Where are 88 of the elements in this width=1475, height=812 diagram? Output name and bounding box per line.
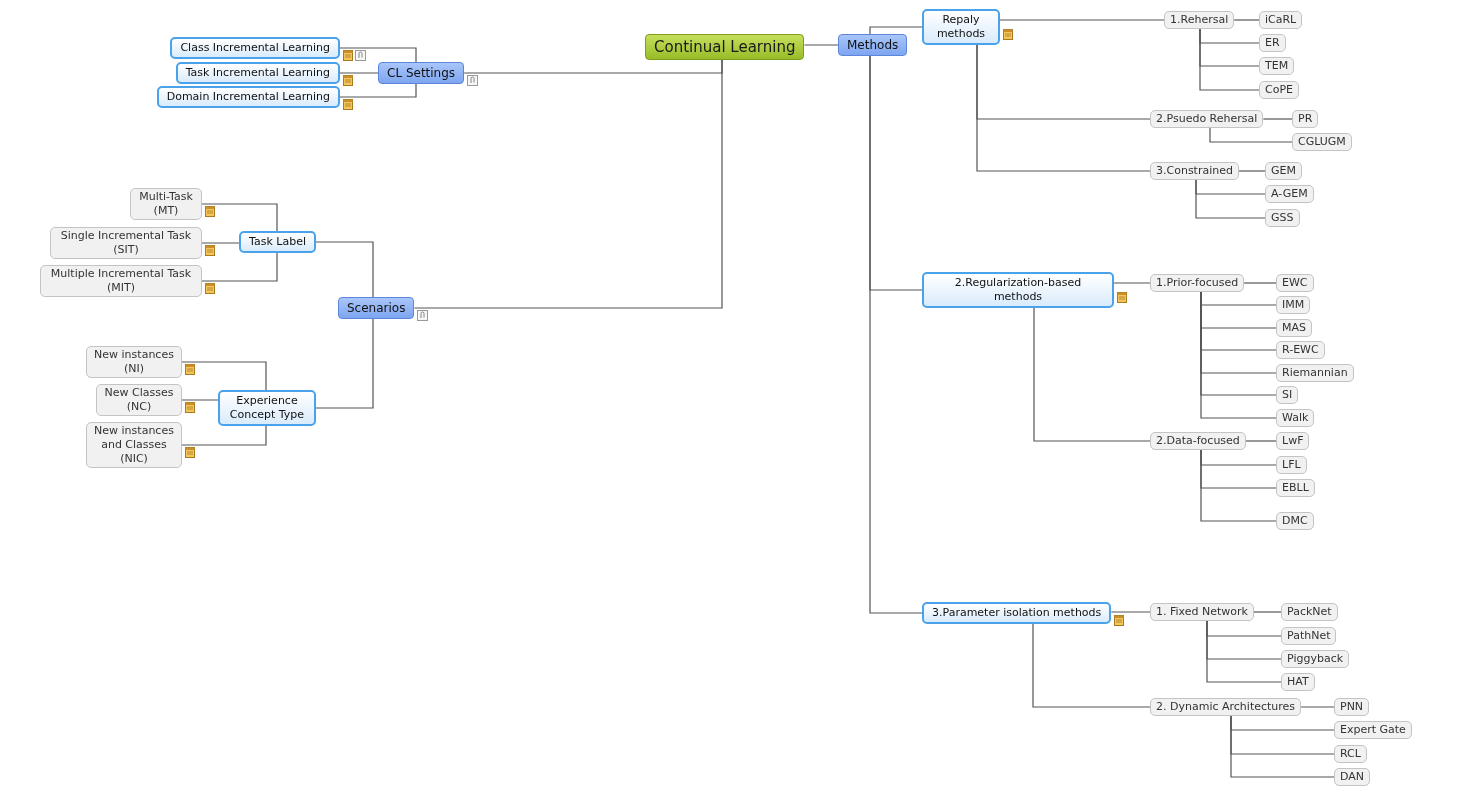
- subtopic: Repaly methods: [922, 9, 1000, 45]
- subtopic: Task Incremental Learning: [175, 62, 340, 84]
- connector-line: [201, 203, 278, 232]
- leaf-topic: RCL: [1334, 745, 1367, 763]
- leaf-topic: Single Incremental Task (SIT): [50, 227, 202, 259]
- connector-line: [1243, 282, 1277, 284]
- leaf-topic: 3.Constrained: [1150, 162, 1239, 180]
- leaf-topic: LwF: [1276, 432, 1310, 450]
- connector-line: [1209, 127, 1293, 143]
- connector-line: [201, 242, 240, 244]
- connector-line: [315, 241, 374, 298]
- subtopic: Class Incremental Learning: [170, 37, 340, 59]
- leaf-topic: TEM: [1259, 57, 1295, 75]
- leaf-topic: New Classes (NC): [96, 384, 182, 416]
- leaf-topic: 2.Data-focused: [1150, 432, 1246, 450]
- leaf-topic: 1.Rehersal: [1164, 11, 1235, 29]
- leaf-topic: PNN: [1334, 698, 1370, 716]
- leaf-topic: 1. Fixed Network: [1150, 603, 1254, 621]
- leaf-topic: New instances and Classes (NIC): [86, 422, 182, 468]
- leaf-topic: 1.Prior-focused: [1150, 274, 1245, 292]
- leaf-topic: MAS: [1276, 319, 1312, 337]
- connector-line: [201, 252, 278, 282]
- subtopic: Domain Incremental Learning: [156, 86, 340, 108]
- connector-line: [1033, 307, 1151, 442]
- leaf-topic: iCaRL: [1259, 11, 1303, 29]
- leaf-topic: ER: [1259, 34, 1286, 52]
- leaf-topic: PathNet: [1281, 627, 1337, 645]
- leaf-topic: DMC: [1276, 512, 1314, 530]
- leaf-topic: SI: [1276, 386, 1299, 404]
- leaf-topic: CGLUGM: [1292, 133, 1352, 151]
- leaf-topic: 2. Dynamic Architectures: [1150, 698, 1302, 716]
- leaf-topic: GEM: [1265, 162, 1302, 180]
- subtopic: 2.Regularization-based methods: [922, 272, 1114, 308]
- leaf-topic: Multi-Task (MT): [130, 188, 202, 220]
- leaf-topic: Walk: [1276, 409, 1315, 427]
- leaf-topic: New instances (NI): [86, 346, 182, 378]
- connector-line: [1238, 170, 1266, 172]
- leaf-topic: A-GEM: [1265, 185, 1314, 203]
- leaf-topic: PR: [1292, 110, 1319, 128]
- connector-line: [869, 26, 923, 35]
- leaf-topic: CoPE: [1259, 81, 1299, 99]
- leaf-topic: Riemannian: [1276, 364, 1354, 382]
- connector-line: [1233, 19, 1260, 21]
- connector-line: [1206, 620, 1282, 683]
- connector-line: [1300, 706, 1335, 708]
- connector-line: [1245, 440, 1277, 442]
- leaf-topic: EBLL: [1276, 479, 1315, 497]
- subtopic: Experience Concept Type: [218, 390, 316, 426]
- main-topic: CL Settings: [378, 62, 465, 84]
- leaf-topic: PackNet: [1281, 603, 1338, 621]
- connector-line: [999, 19, 1165, 21]
- leaf-topic: GSS: [1265, 209, 1300, 227]
- leaf-topic: DAN: [1334, 768, 1371, 786]
- connector-line: [1195, 179, 1266, 219]
- connector-line: [976, 44, 1151, 172]
- connector-line: [1110, 611, 1151, 613]
- connector-line: [181, 399, 219, 401]
- connector-line: [181, 425, 267, 446]
- connector-line: [339, 83, 417, 98]
- connector-line: [413, 59, 723, 309]
- connector-line: [1253, 611, 1282, 613]
- leaf-topic: IMM: [1276, 296, 1311, 314]
- connector-line: [1032, 623, 1151, 708]
- connector-line: [803, 44, 839, 46]
- subtopic: Task Label: [239, 231, 316, 253]
- connector-line: [1262, 118, 1293, 120]
- connector-line: [1200, 291, 1277, 419]
- leaf-topic: EWC: [1276, 274, 1314, 292]
- connector-line: [339, 47, 417, 63]
- leaf-topic: Multiple Incremental Task (MIT): [40, 265, 202, 297]
- leaf-topic: R-EWC: [1276, 341, 1325, 359]
- connector-line: [1199, 28, 1260, 91]
- connector-line: [1230, 715, 1335, 778]
- connector-line: [1200, 449, 1277, 522]
- connector-line: [1113, 282, 1151, 284]
- main-topic: Methods: [838, 34, 908, 56]
- main-topic: Scenarios: [338, 297, 415, 319]
- subtopic: 3.Parameter isolation methods: [922, 602, 1112, 624]
- leaf-topic: 2.Psuedo Rehersal: [1150, 110, 1264, 128]
- connector-line: [869, 55, 923, 614]
- leaf-topic: Piggyback: [1281, 650, 1350, 668]
- leaf-topic: HAT: [1281, 673, 1315, 691]
- leaf-topic: Expert Gate: [1334, 721, 1412, 739]
- connector-line: [339, 72, 379, 74]
- central-topic: Continual Learning: [645, 34, 805, 60]
- leaf-topic: LFL: [1276, 456, 1307, 474]
- connector-line: [315, 318, 374, 409]
- connector-line: [181, 361, 267, 391]
